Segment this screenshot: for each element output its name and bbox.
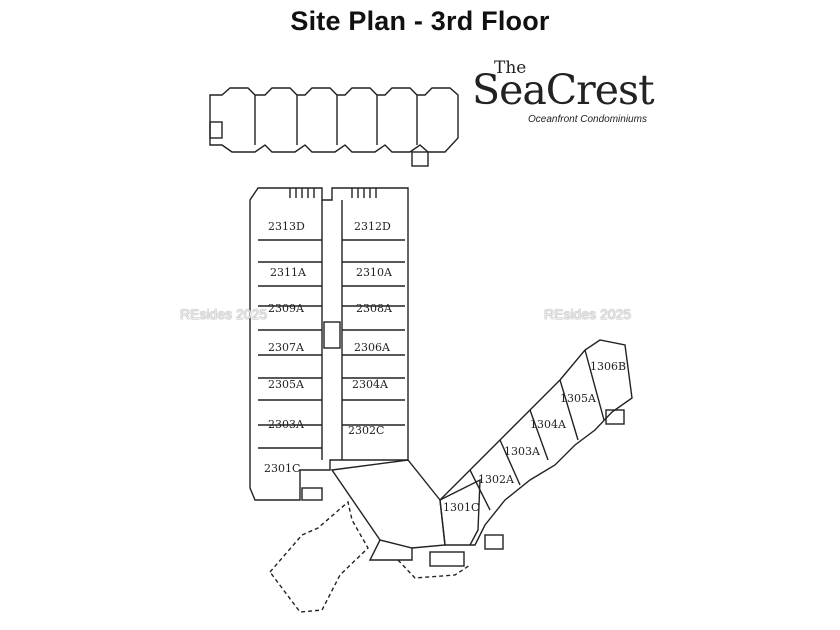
left-column-building — [249, 187, 409, 501]
seacrest-logo: The SeaCrest Oceanfront Condominiums — [470, 54, 670, 134]
unit-2308A: 2308A — [356, 302, 393, 315]
unit-labels: 2313D 2312D 2311A 2310A 2309A 2308A 2307… — [264, 220, 626, 514]
unit-1306B: 1306B — [590, 360, 626, 373]
unit-1303A: 1303A — [504, 445, 541, 458]
page-title: Site Plan - 3rd Floor — [290, 6, 550, 36]
unit-2310A: 2310A — [356, 266, 393, 279]
unit-2303A: 2303A — [268, 418, 305, 431]
unit-2304A: 2304A — [352, 378, 389, 391]
unit-2307A: 2307A — [268, 341, 305, 354]
unit-2311A: 2311A — [270, 266, 307, 279]
watermark-right: REsides 2025 — [544, 306, 632, 322]
logo-name: SeaCrest — [472, 66, 655, 114]
unit-2313D: 2313D — [268, 220, 305, 233]
unit-2306A: 2306A — [354, 341, 391, 354]
watermark-left: REsides 2025 — [180, 306, 268, 322]
right-wing-building — [439, 339, 633, 550]
unit-2301C: 2301C — [264, 462, 300, 475]
unit-1304A: 1304A — [530, 418, 567, 431]
unit-1305A: 1305A — [560, 392, 597, 405]
logo-prefix: The — [494, 58, 527, 78]
unit-2305A: 2305A — [268, 378, 305, 391]
unit-2309A: 2309A — [268, 302, 305, 315]
dashed-outlines — [269, 500, 471, 613]
unit-2312D: 2312D — [354, 220, 391, 233]
unit-2302C: 2302C — [348, 424, 384, 437]
logo-tagline: Oceanfront Condominiums — [528, 114, 647, 125]
top-building — [209, 87, 459, 167]
unit-1301C: 1301C — [443, 501, 479, 514]
unit-1302A: 1302A — [478, 473, 515, 486]
